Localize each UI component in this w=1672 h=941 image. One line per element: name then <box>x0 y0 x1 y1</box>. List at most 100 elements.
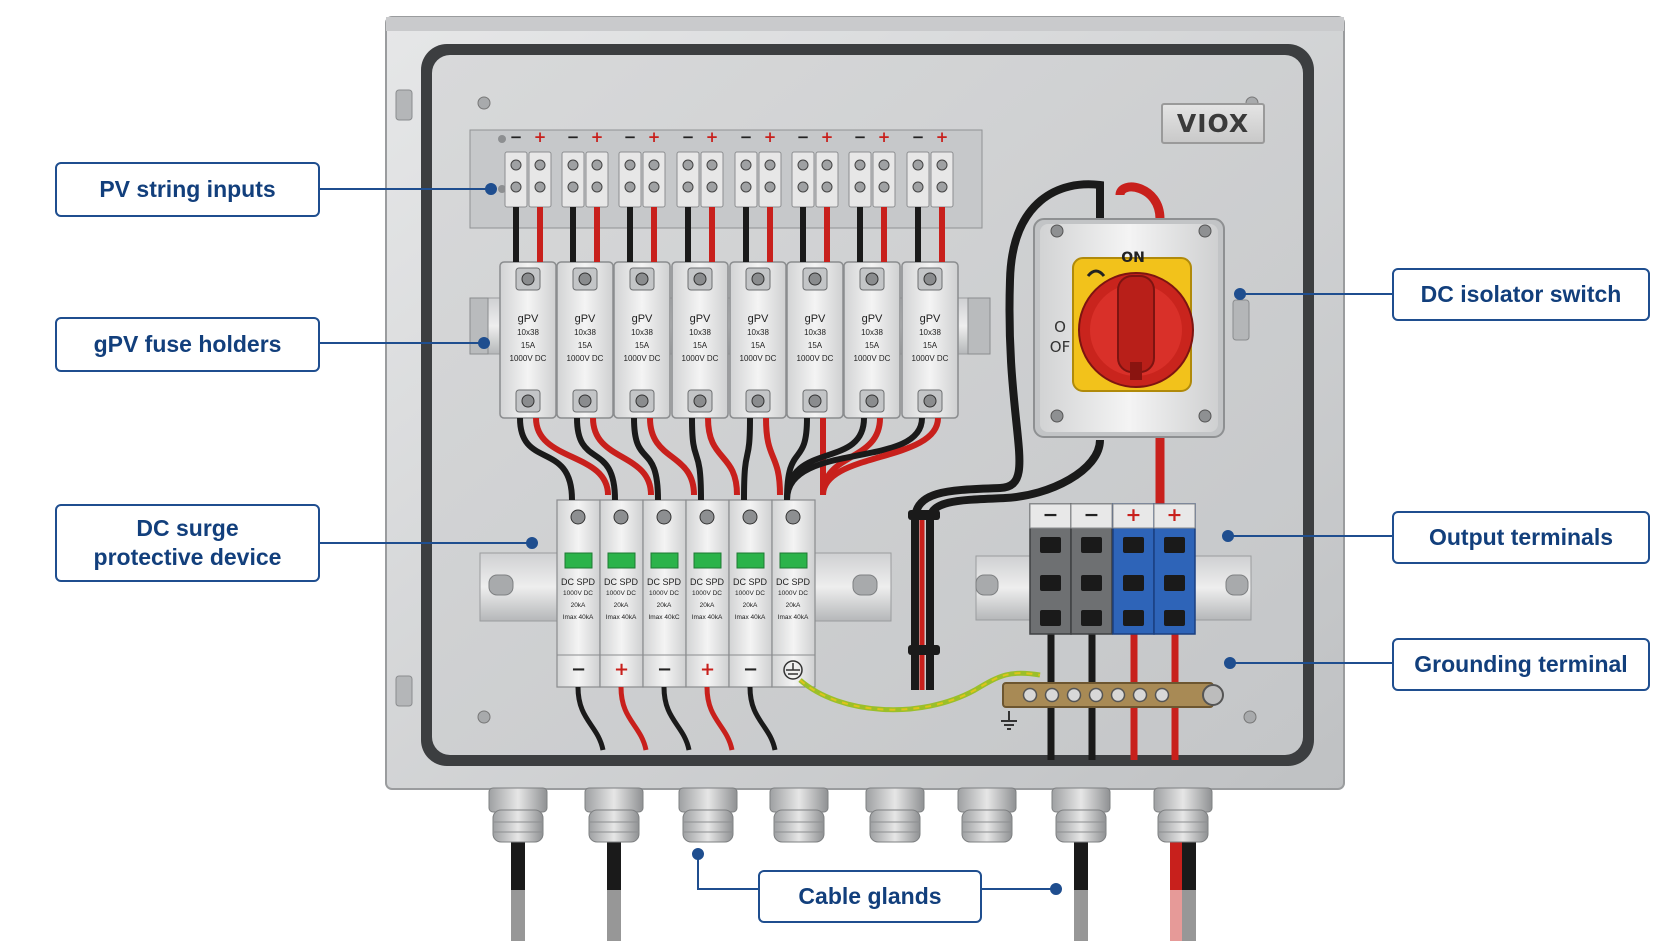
spd-label-line2: 1000V DC <box>735 590 765 597</box>
input-polarity-mark: − <box>681 128 695 146</box>
spd-label-line4: Imax 40kA <box>734 614 766 621</box>
callout-dc-surge-protective-device: DC surge protective device <box>55 504 320 582</box>
spd-label-line3: 20kA <box>613 602 629 609</box>
fuse-holders <box>499 261 959 419</box>
callout-cable-glands: Cable glands <box>758 870 982 923</box>
spd-label-line4: Imax 40kA <box>605 614 637 621</box>
grounding-bar <box>1001 682 1224 730</box>
fuse-holder <box>729 261 787 419</box>
input-polarity-mark: − <box>853 128 867 146</box>
cable-gland <box>678 787 738 813</box>
input-polarity-mark: + <box>877 128 891 146</box>
cable-gland <box>584 787 644 813</box>
fuse-label-line2: 10x38 <box>689 328 711 337</box>
fuse-label-line3: 15A <box>692 341 708 350</box>
fuse-label-line1: gPV <box>919 313 941 325</box>
fuse-label-line2: 10x38 <box>517 328 539 337</box>
output-polarity-mark: − <box>1083 504 1100 526</box>
spd-label-line1: DC SPD <box>603 577 638 587</box>
input-terminals <box>504 151 954 208</box>
spd-label-line4: Imax 40kA <box>562 614 594 621</box>
output-polarity-mark: + <box>1125 504 1142 526</box>
output-terminals <box>1029 503 1196 635</box>
fuse-label-line3: 15A <box>634 341 650 350</box>
fuse-label-line2: 10x38 <box>861 328 883 337</box>
spd-label-line2: 1000V DC <box>563 590 593 597</box>
spd-label-line2: 1000V DC <box>606 590 636 597</box>
ground-screw <box>1088 687 1104 703</box>
spd-module <box>771 499 816 688</box>
fuse-label-line4: 1000V DC <box>911 354 949 363</box>
spd-polarity-mark: + <box>613 659 630 680</box>
fuse-label-line2: 10x38 <box>747 328 769 337</box>
ground-screw <box>1044 687 1060 703</box>
fuse-holder <box>556 261 614 419</box>
brand-plate: VIOX <box>1161 103 1265 144</box>
spd-label-line3: 20kA <box>785 602 801 609</box>
callout-spd-line2: protective device <box>93 544 282 570</box>
spd-module <box>728 499 773 688</box>
cable-glands <box>488 787 1213 941</box>
fuse-holder <box>613 261 671 419</box>
fuse-label-line4: 1000V DC <box>739 354 777 363</box>
spd-label-line1: DC SPD <box>689 577 724 587</box>
spd-label-line3: 20kA <box>656 602 672 609</box>
spd-module <box>642 499 687 688</box>
fuse-label-line2: 10x38 <box>919 328 941 337</box>
dc-isolator-switch <box>1033 218 1225 438</box>
spd-label-line2: 1000V DC <box>692 590 722 597</box>
fuse-holder <box>499 261 557 419</box>
switch-din-clip <box>1232 299 1250 341</box>
spd-label-line3: 20kA <box>699 602 715 609</box>
spd-label-line3: 20kA <box>742 602 758 609</box>
fuse-holder <box>786 261 844 419</box>
spd-polarity-mark: − <box>570 659 587 680</box>
fuse-label-line1: gPV <box>574 313 596 325</box>
input-polarity-mark: + <box>935 128 949 146</box>
input-polarity-mark: − <box>796 128 810 146</box>
output-polarity-mark: − <box>1042 504 1059 526</box>
fuse-holder <box>671 261 729 419</box>
fuse-label-line3: 15A <box>577 341 593 350</box>
fuse-label-line4: 1000V DC <box>853 354 891 363</box>
fuse-label-line1: gPV <box>747 313 769 325</box>
fuse-label-line1: gPV <box>517 313 539 325</box>
fuse-label-line2: 10x38 <box>631 328 653 337</box>
fuse-label-line3: 15A <box>807 341 823 350</box>
fuse-holder <box>901 261 959 419</box>
fuse-label-line1: gPV <box>689 313 711 325</box>
fuse-label-line1: gPV <box>804 313 826 325</box>
cable-gland <box>1153 787 1213 813</box>
input-polarity-mark: + <box>705 128 719 146</box>
switch-on-label: ON <box>1121 250 1145 266</box>
input-polarity-mark: + <box>763 128 777 146</box>
callout-gpv-fuse-holders: gPV fuse holders <box>55 317 320 372</box>
fuse-label-line4: 1000V DC <box>623 354 661 363</box>
fuse-label-line3: 15A <box>864 341 880 350</box>
input-polarity-mark: − <box>911 128 925 146</box>
cable-gland <box>769 787 829 813</box>
callout-grounding-terminal: Grounding terminal <box>1392 638 1650 691</box>
input-polarity-mark: + <box>820 128 834 146</box>
fuse-label-line3: 15A <box>750 341 766 350</box>
fuse-label-line4: 1000V DC <box>509 354 547 363</box>
spd-label-line1: DC SPD <box>732 577 767 587</box>
input-polarity-mark: + <box>533 128 547 146</box>
ground-screw <box>1132 687 1148 703</box>
callout-output-terminals: Output terminals <box>1392 511 1650 564</box>
spd-module <box>685 499 730 688</box>
spd-label-line1: DC SPD <box>775 577 810 587</box>
spd-polarity-mark: − <box>742 659 759 680</box>
cable-gland <box>865 787 925 813</box>
cable-gland <box>957 787 1017 813</box>
spd-label-line2: 1000V DC <box>778 590 808 597</box>
fuse-label-line4: 1000V DC <box>796 354 834 363</box>
input-terminal-strip <box>469 129 983 229</box>
spd-polarity-mark: + <box>699 659 716 680</box>
fuse-label-line3: 15A <box>922 341 938 350</box>
spd-label-line4: Imax 40kA <box>691 614 723 621</box>
spd-label-line2: 1000V DC <box>649 590 679 597</box>
ground-screw <box>1154 687 1170 703</box>
fuse-label-line4: 1000V DC <box>566 354 604 363</box>
